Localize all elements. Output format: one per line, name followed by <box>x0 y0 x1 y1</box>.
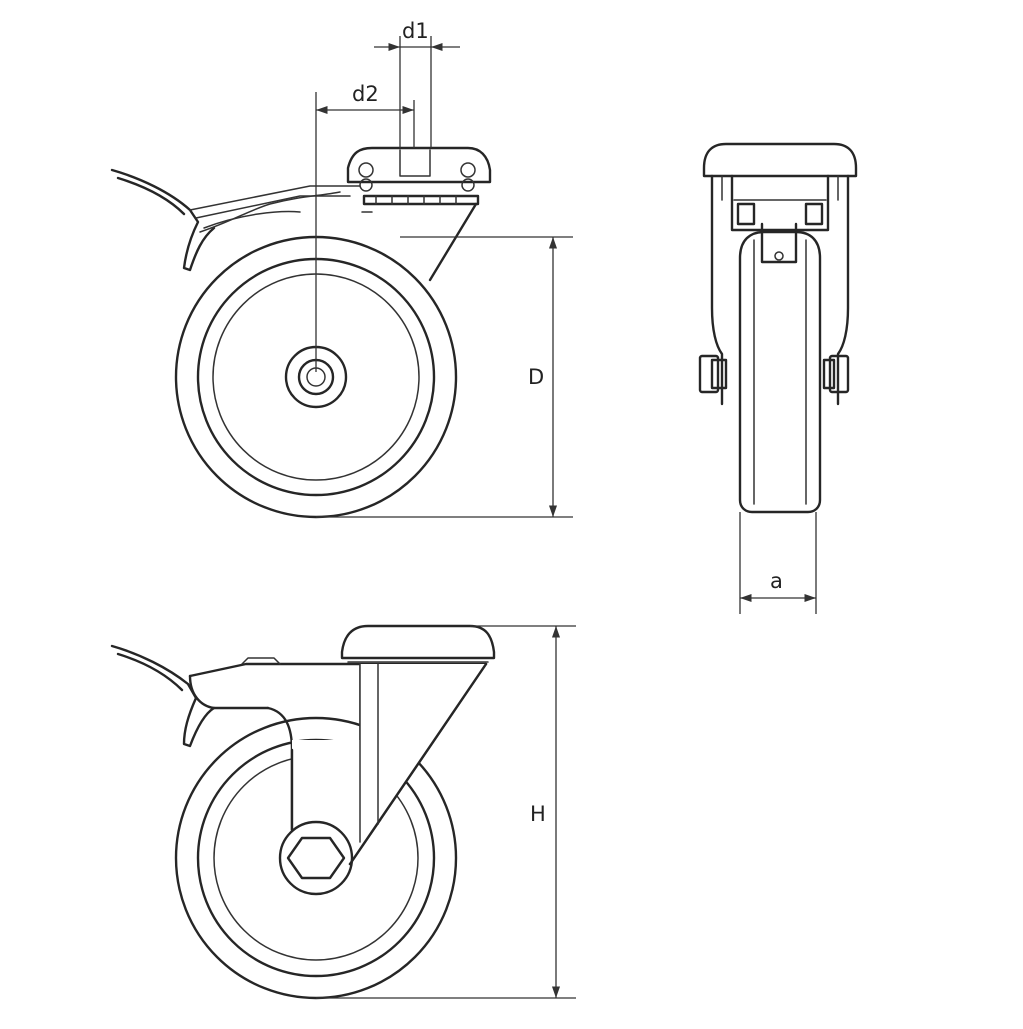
side-view-with-mounting-plate <box>110 92 492 519</box>
label-D: D <box>528 365 544 389</box>
front-view <box>698 142 858 514</box>
dimension-a: a <box>739 512 817 614</box>
dimension-d1: d1 <box>374 19 460 148</box>
dimension-d2: d2 <box>316 82 415 148</box>
dimension-H: H <box>316 625 576 999</box>
dimension-D: D <box>316 236 573 518</box>
label-H: H <box>530 802 546 826</box>
label-d2: d2 <box>352 82 379 106</box>
label-a: a <box>770 569 783 593</box>
label-d1: d1 <box>402 19 429 43</box>
side-view-with-bolt-hole <box>110 624 496 1000</box>
